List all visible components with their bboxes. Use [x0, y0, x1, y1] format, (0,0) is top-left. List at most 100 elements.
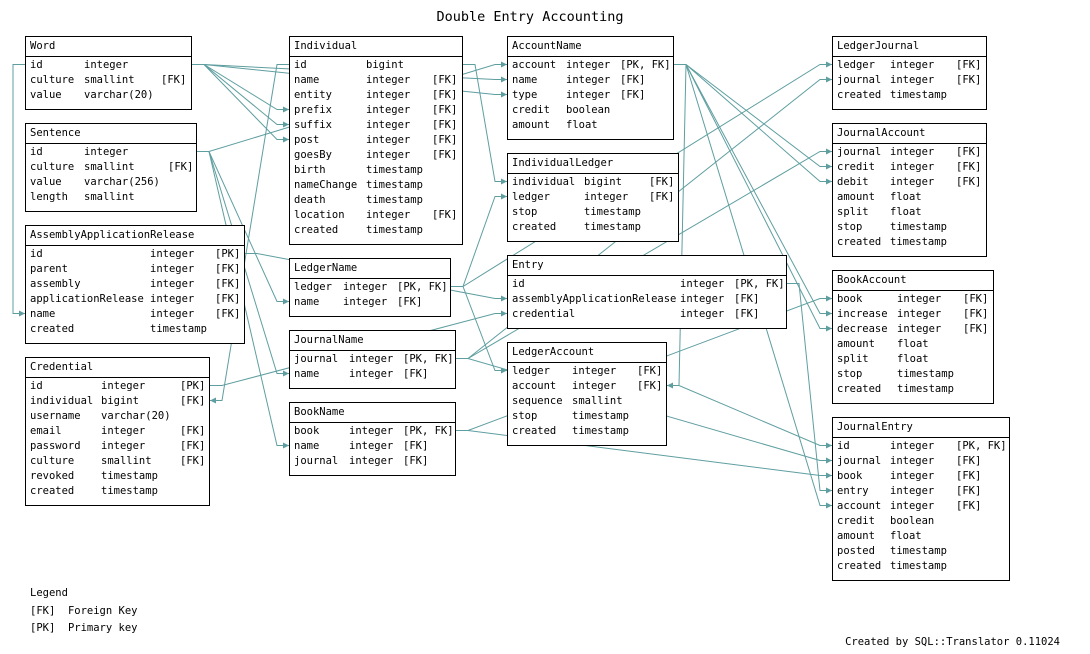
column-name: individual: [512, 176, 576, 188]
column-name: created: [512, 221, 557, 233]
column-type: timestamp: [897, 383, 954, 395]
column-key: [FK]: [403, 368, 429, 380]
column-type: timestamp: [890, 560, 947, 572]
relationship-line: [192, 64, 289, 140]
column-type: integer: [890, 161, 935, 173]
column-name: decrease: [837, 323, 888, 335]
column-name: type: [512, 89, 538, 101]
column-name: post: [294, 134, 320, 146]
column-key: [FK]: [637, 380, 663, 392]
column-type: integer: [897, 293, 942, 305]
column-key: [FK]: [637, 365, 663, 377]
column-name: journal: [837, 146, 882, 158]
column-key: [PK]: [180, 380, 206, 392]
column-name: stop: [837, 368, 863, 380]
column-name: id: [512, 278, 525, 290]
column-key: [FK]: [963, 293, 989, 305]
column-row: book integer [FK]: [837, 292, 993, 307]
column-key: [FK]: [432, 134, 458, 146]
column-name: journal: [294, 353, 339, 365]
relationship-line: [463, 64, 507, 182]
column-name: name: [512, 74, 538, 86]
column-name: book: [294, 425, 320, 437]
column-key: [FK]: [180, 425, 206, 437]
legend-heading: Legend: [30, 587, 68, 599]
column-type: integer: [584, 191, 629, 203]
column-key: [FK]: [734, 293, 760, 305]
column-key: [FK]: [956, 176, 982, 188]
column-name: value: [30, 176, 62, 188]
relationship-line: [451, 286, 507, 371]
table-name: Credential: [26, 358, 209, 378]
column-name: id: [30, 146, 43, 158]
column-type: integer: [349, 440, 394, 452]
column-name: revoked: [30, 470, 75, 482]
column-key: [FK]: [734, 308, 760, 320]
column-type: integer: [366, 209, 411, 221]
column-name: book: [837, 293, 863, 305]
column-type: float: [897, 338, 929, 350]
column-type: smallint: [101, 455, 152, 467]
column-type: boolean: [890, 515, 935, 527]
column-key: [FK]: [620, 74, 646, 86]
column-key: [FK]: [956, 59, 982, 71]
column-name: suffix: [294, 119, 332, 131]
column-name: created: [30, 485, 75, 497]
column-key: [FK]: [432, 74, 458, 86]
column-type: smallint: [84, 191, 135, 203]
column-key: [FK]: [620, 89, 646, 101]
column-key: [FK]: [397, 296, 423, 308]
table-name: LedgerName: [290, 259, 450, 279]
column-name: credit: [512, 104, 550, 116]
column-name: ledger: [512, 365, 550, 377]
column-type: timestamp: [572, 425, 629, 437]
column-name: amount: [837, 191, 875, 203]
column-type: integer: [680, 278, 725, 290]
table-name: Entry: [508, 256, 786, 276]
column-type: integer: [150, 278, 195, 290]
column-key: [FK]: [168, 161, 194, 173]
column-name: email: [30, 425, 62, 437]
footer-credit: Created by SQL::Translator 0.11024: [845, 636, 1060, 648]
column-key: [FK]: [956, 485, 982, 497]
column-type: integer: [890, 500, 935, 512]
column-name: credit: [837, 161, 875, 173]
column-name: ledger: [512, 191, 550, 203]
column-type: timestamp: [366, 179, 423, 191]
column-name: sequence: [512, 395, 563, 407]
column-key: [FK]: [956, 161, 982, 173]
legend-tag: [FK]: [30, 604, 56, 617]
column-key: [FK]: [180, 440, 206, 452]
column-type: smallint: [84, 74, 135, 86]
column-type: float: [890, 191, 922, 203]
column-key: [FK]: [432, 89, 458, 101]
column-type: integer: [84, 146, 129, 158]
column-type: integer: [366, 149, 411, 161]
